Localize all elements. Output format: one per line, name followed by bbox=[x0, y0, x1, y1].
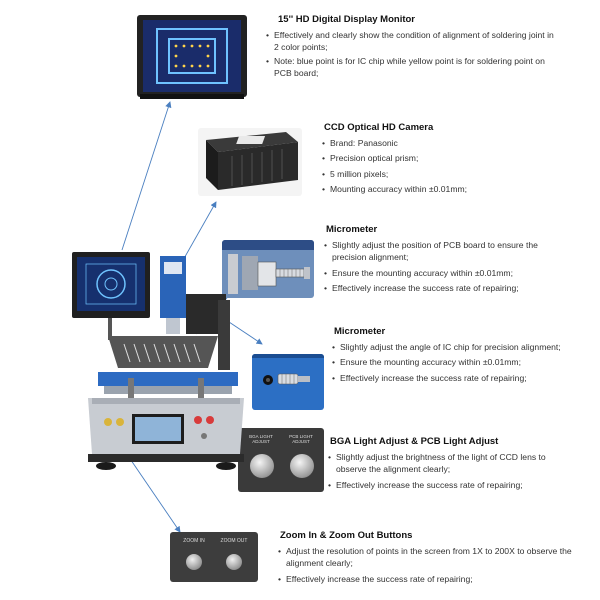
bullet-text: Note: blue point is for IC chip while ye… bbox=[266, 55, 556, 80]
pcb-light-label: PCB LIGHT ADJUST bbox=[289, 434, 313, 444]
zoom-buttons-thumbnail: ZOOM IN ZOOM OUT bbox=[170, 532, 258, 582]
bullet-text: Brand: Panasonic bbox=[322, 137, 562, 150]
arrow-to-monitor bbox=[121, 101, 172, 251]
rework-station-image bbox=[68, 248, 252, 474]
bullet-text: Ensure the mounting accuracy within ±0.0… bbox=[324, 267, 574, 280]
bullet-text: Effectively increase the success rate of… bbox=[324, 282, 574, 295]
bullet-text: Adjust the resolution of points in the s… bbox=[278, 545, 574, 570]
section-title: BGA Light Adjust & PCB Light Adjust bbox=[330, 436, 499, 447]
bullet-text: Effectively increase the success rate of… bbox=[328, 479, 564, 492]
bullet-text: Slightly adjust the brightness of the li… bbox=[328, 451, 564, 476]
section-ccd-camera: CCD Optical HD Camera Brand: Panasonic P… bbox=[322, 122, 562, 195]
bullet-text: Mounting accuracy within ±0.01mm; bbox=[322, 183, 562, 196]
monitor-thumbnail bbox=[136, 14, 248, 100]
section-title: Micrometer bbox=[334, 326, 386, 337]
light-adjust-thumbnail: BGA LIGHT ADJUST PCB LIGHT ADJUST bbox=[238, 428, 324, 492]
bga-light-knob-icon bbox=[250, 454, 274, 478]
section-title: Micrometer bbox=[326, 224, 378, 235]
micrometer-ic-thumbnail bbox=[252, 354, 324, 410]
section-micrometer-pcb: Micrometer Slightly adjust the position … bbox=[324, 224, 574, 294]
bullet-text: 5 million pixels; bbox=[322, 168, 562, 181]
section-title: 15'' HD Digital Display Monitor bbox=[278, 14, 416, 25]
bullet-text: Effectively and clearly show the conditi… bbox=[266, 29, 556, 54]
zoom-out-label: ZOOM OUT bbox=[220, 538, 248, 544]
bullet-text: Slightly adjust the angle of IC chip for… bbox=[332, 341, 568, 354]
zoom-in-label: ZOOM IN bbox=[183, 538, 205, 544]
section-zoom: Zoom In & Zoom Out Buttons Adjust the re… bbox=[278, 530, 574, 585]
section-title: CCD Optical HD Camera bbox=[324, 122, 434, 133]
bullet-text: Ensure the mounting accuracy within ±0.0… bbox=[332, 356, 568, 369]
zoom-in-button-icon bbox=[186, 554, 202, 570]
arrow-to-camera bbox=[181, 201, 217, 263]
bullet-text: Effectively increase the success rate of… bbox=[332, 372, 568, 385]
pcb-light-knob-icon bbox=[290, 454, 314, 478]
section-micrometer-ic: Micrometer Slightly adjust the angle of … bbox=[332, 326, 568, 384]
bullet-text: Effectively increase the success rate of… bbox=[278, 573, 574, 586]
bga-light-label: BGA LIGHT ADJUST bbox=[249, 434, 273, 444]
bullet-text: Precision optical prism; bbox=[322, 152, 562, 165]
section-light-adjust: BGA Light Adjust & PCB Light Adjust Slig… bbox=[328, 436, 564, 491]
ccd-camera-thumbnail bbox=[198, 128, 302, 196]
micrometer-pcb-thumbnail bbox=[222, 240, 314, 298]
section-title: Zoom In & Zoom Out Buttons bbox=[280, 530, 413, 541]
section-monitor: 15'' HD Digital Display Monitor Effectiv… bbox=[266, 14, 556, 79]
bullet-text: Slightly adjust the position of PCB boar… bbox=[324, 239, 574, 264]
zoom-out-button-icon bbox=[226, 554, 242, 570]
